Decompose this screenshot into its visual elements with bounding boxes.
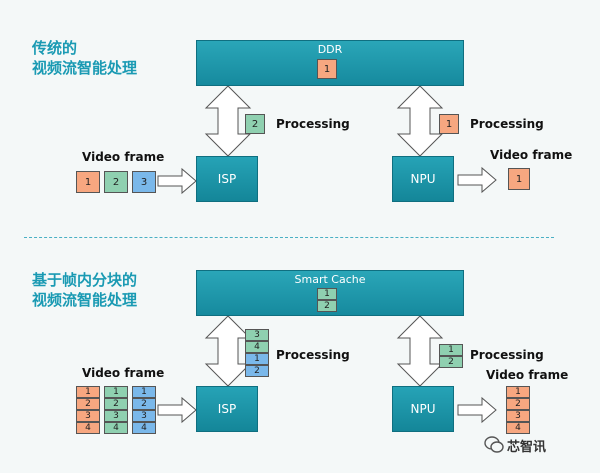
in-f2-t1: 1 [104,386,128,398]
isp-unit: ISP [196,156,258,202]
bottom-heading-line2: 视频流智能处理 [32,291,138,309]
npu-processing-label-2: Processing [470,348,544,362]
ddr-npu-arrow [397,85,443,157]
cache-isp-arrow [205,315,251,387]
isp-proc-tile-4: 2 [245,365,269,377]
bottom-output-label: Video frame [486,368,569,382]
input-frame-2: 2 [104,171,128,193]
section-divider [24,237,554,238]
cache-npu-arrow [397,315,443,387]
top-heading: 传统的 视频流智能处理 [32,38,192,78]
smart-cache-bar: Smart Cache 1 2 [196,270,464,316]
in-f2-t3: 3 [104,410,128,422]
out-t3: 3 [506,410,530,422]
in-f1-t3: 3 [76,410,100,422]
npu-proc-tile-1: 1 [439,344,463,356]
isp-processing-label: Processing [276,117,350,131]
npu-label: NPU [410,172,436,186]
isp-proc-tile-3: 1 [245,353,269,365]
top-heading-line2: 视频流智能处理 [32,59,138,77]
input-to-isp-arrow-2 [157,397,197,423]
bottom-heading-line1: 基于帧内分块的 [32,271,138,289]
input-to-isp-arrow [157,168,197,194]
ddr-label: DDR [317,43,343,56]
in-f2-t2: 2 [104,398,128,410]
output-frame: 1 [508,168,530,190]
ddr-frame-tile: 1 [317,59,337,79]
top-output-label: Video frame [490,148,573,162]
wechat-icon [484,436,504,453]
top-input-label: Video frame [82,150,165,164]
out-t4: 4 [506,422,530,434]
in-f3-t1: 1 [132,386,156,398]
out-t2: 2 [506,398,530,410]
in-f1-t4: 4 [76,422,100,434]
npu-unit: NPU [392,156,454,202]
isp-proc-tile-1: 3 [245,329,269,341]
out-t1: 1 [506,386,530,398]
npu-processing-tile: 1 [439,114,459,134]
npu-unit-2: NPU [392,386,454,432]
cache-tile-2: 2 [317,300,337,312]
in-f2-t4: 4 [104,422,128,434]
input-frame-3: 3 [132,171,156,193]
npu-processing-label: Processing [470,117,544,131]
npu-label-2: NPU [410,402,436,416]
in-f1-t2: 2 [76,398,100,410]
cache-tile-1: 1 [317,288,337,300]
input-frame-1: 1 [76,171,100,193]
bottom-heading: 基于帧内分块的 视频流智能处理 [32,270,192,310]
isp-label: ISP [217,172,237,186]
isp-unit-2: ISP [196,386,258,432]
ddr-isp-arrow [205,85,251,157]
smart-cache-label: Smart Cache [294,273,366,286]
npu-to-output-arrow-2 [457,397,497,423]
isp-processing-label-2: Processing [276,348,350,362]
npu-to-output-arrow [457,167,497,193]
in-f1-t1: 1 [76,386,100,398]
isp-label-2: ISP [217,402,237,416]
ddr-memory-bar: DDR 1 [196,40,464,86]
in-f3-t3: 3 [132,410,156,422]
isp-processing-tile: 2 [245,114,265,134]
isp-proc-tile-2: 4 [245,341,269,353]
in-f3-t4: 4 [132,422,156,434]
bottom-input-label: Video frame [82,366,165,380]
npu-proc-tile-2: 2 [439,356,463,368]
top-heading-line1: 传统的 [32,39,78,57]
in-f3-t2: 2 [132,398,156,410]
watermark-text: 芯智讯 [507,440,547,455]
